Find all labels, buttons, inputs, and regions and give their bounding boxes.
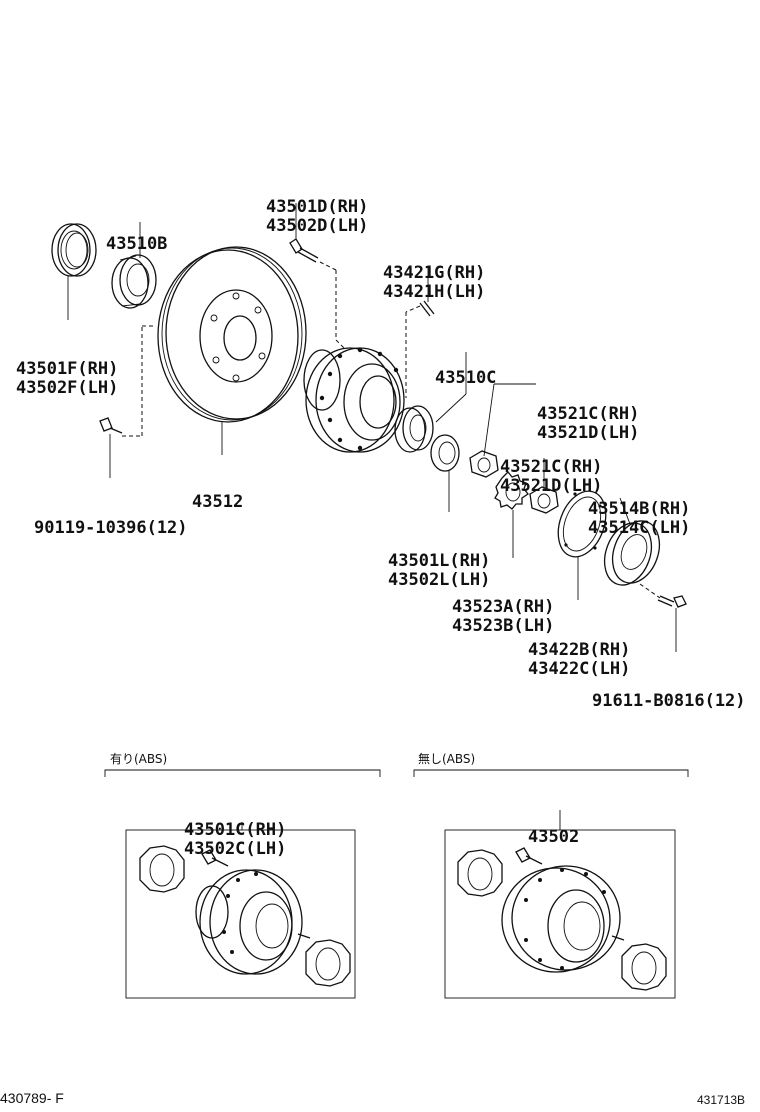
washer-part xyxy=(430,434,460,472)
label-hub-bolt: 43501D(RH)43502D(LH) xyxy=(266,197,369,236)
label-seal-front: 43501F(RH)43502F(LH) xyxy=(16,359,119,398)
label-non-abs-hub: 43502 xyxy=(528,827,580,847)
variant-title-without-abs: 無し(ABS) xyxy=(418,752,476,766)
brake-disc-part xyxy=(157,246,307,423)
label-bearing-outer: 43510C xyxy=(435,368,497,388)
outer-bearing-part xyxy=(394,405,434,453)
pin-part xyxy=(419,300,435,317)
variant-brackets xyxy=(104,769,689,999)
hub-bolt-part xyxy=(289,238,319,263)
cap-bolt-part xyxy=(657,595,687,608)
oil-seal-part xyxy=(51,223,97,277)
footer-left-code: 430789- F xyxy=(0,1090,64,1106)
label-lock-washer: 43523A(RH)43523B(LH) xyxy=(452,597,555,636)
axle-hub-part xyxy=(303,347,405,453)
label-gasket: 43422B(RH)43422C(LH) xyxy=(528,640,631,679)
hub-nut-part xyxy=(469,450,499,478)
gasket-part xyxy=(557,490,607,558)
leader-lines xyxy=(67,203,677,652)
footer-right-code: 431713B xyxy=(697,1093,746,1107)
lock-nut-part xyxy=(529,486,559,514)
label-washer: 43501L(RH)43502L(LH) xyxy=(388,551,491,590)
label-disc: 43512 xyxy=(192,492,244,512)
lock-washer-part xyxy=(494,471,529,510)
hub-cap-part xyxy=(603,520,661,586)
label-pin: 43421G(RH)43421H(LH) xyxy=(383,263,486,302)
label-abs-hub: 43501C(RH)43502C(LH) xyxy=(184,820,287,859)
inner-bearing-part xyxy=(111,254,157,309)
label-nut-b: 43521C(RH)43521D(LH) xyxy=(500,457,603,496)
variant-title-with-abs: 有り(ABS) xyxy=(110,752,168,766)
label-cap: 43514B(RH)43514C(LH) xyxy=(588,499,691,538)
label-bearing-inner: 43510B xyxy=(106,234,168,254)
disc-bolt-part xyxy=(99,417,123,434)
non-abs-hub-assembly xyxy=(457,847,667,991)
label-cap-bolt: 91611-B0816(12) xyxy=(592,691,746,711)
label-disc-bolt: 90119-10396(12) xyxy=(34,518,188,538)
abs-hub-assembly xyxy=(139,845,351,987)
label-nut-a: 43521C(RH)43521D(LH) xyxy=(537,404,640,443)
